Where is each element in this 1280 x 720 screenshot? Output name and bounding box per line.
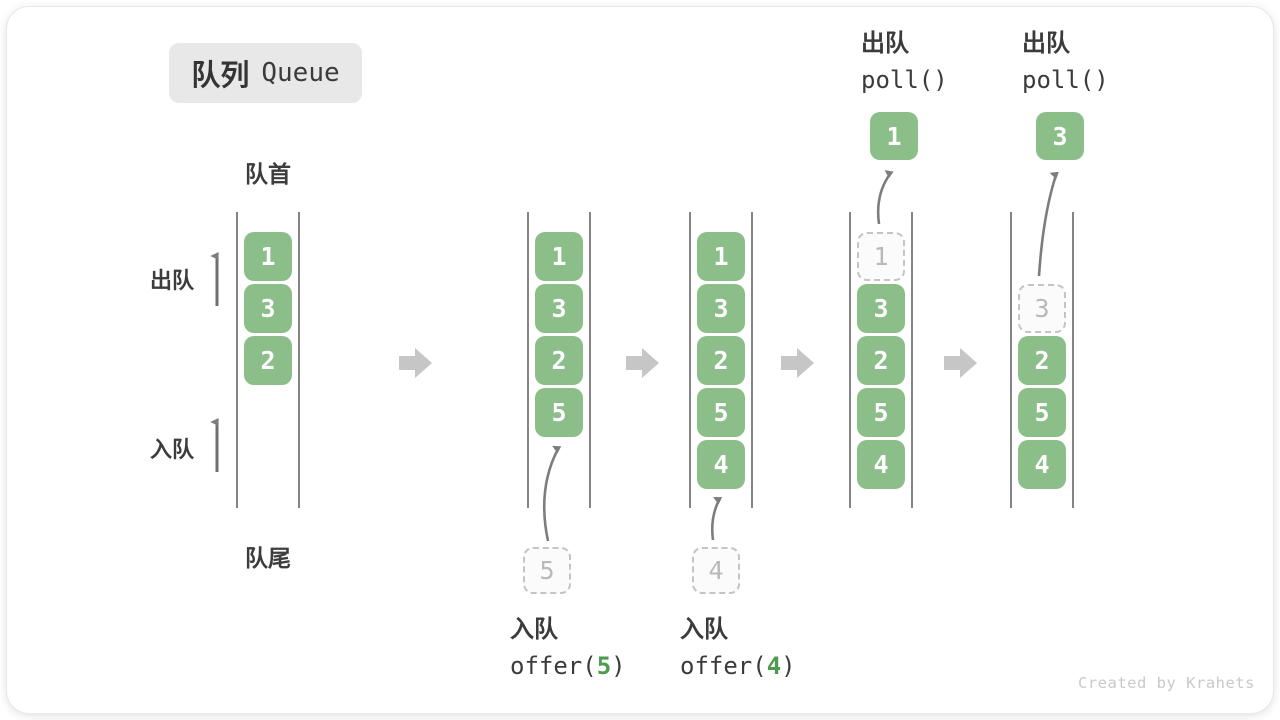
dequeue-annotation: 出队 poll(): [1022, 26, 1109, 99]
dequeue-label: 出队: [861, 30, 909, 57]
queue-cell: 4: [857, 440, 905, 489]
queue-cell: 3: [244, 284, 292, 333]
queue-cell: 5: [697, 388, 745, 437]
label-dequeue-side: 出队: [150, 268, 195, 293]
label-enqueue-side: 入队: [150, 437, 195, 462]
poll-code-label: poll(): [861, 66, 948, 94]
queue-cell: 1: [697, 232, 745, 281]
offer-code-label: offer(5): [510, 652, 626, 680]
queue-cell: 5: [857, 388, 905, 437]
queue-cell: 4: [1018, 440, 1066, 489]
dequeue-annotation: 出队 poll(): [861, 26, 948, 99]
label-queue-front: 队首: [245, 161, 291, 187]
queue-cell-dashed: 1: [857, 232, 905, 281]
queue-cell: 1: [535, 232, 583, 281]
queue-cell: 2: [857, 336, 905, 385]
offer-code-label: offer(4): [680, 652, 796, 680]
queue-cell: 4: [697, 440, 745, 489]
queue-cell: 5: [535, 388, 583, 437]
staging-cell: 4: [692, 547, 740, 594]
queue-cell: 2: [244, 336, 292, 385]
offer-argument: 4: [766, 652, 782, 680]
popped-cell: 1: [870, 112, 918, 160]
queue-cell: 3: [697, 284, 745, 333]
queue-cell: 2: [1018, 336, 1066, 385]
title-en: Queue: [261, 58, 340, 88]
label-queue-rear: 队尾: [245, 545, 291, 571]
queue-cell: 2: [697, 336, 745, 385]
offer-argument: 5: [596, 652, 612, 680]
queue-cell: 3: [535, 284, 583, 333]
poll-code-label: poll(): [1022, 66, 1109, 94]
title-badge: 队列 Queue: [169, 43, 362, 103]
queue-cell: 2: [535, 336, 583, 385]
dequeue-label: 出队: [1022, 30, 1070, 57]
diagram-card: [7, 7, 1273, 713]
queue-cell-dashed: 3: [1018, 284, 1066, 333]
enqueue-annotation: 入队 offer(5): [510, 612, 626, 685]
queue-cell: 5: [1018, 388, 1066, 437]
queue-cell: 3: [857, 284, 905, 333]
staging-cell: 5: [523, 547, 571, 594]
queue-cell: 1: [244, 232, 292, 281]
enqueue-annotation: 入队 offer(4): [680, 612, 796, 685]
enqueue-label: 入队: [680, 616, 728, 643]
enqueue-label: 入队: [510, 616, 558, 643]
title-zh: 队列: [191, 60, 250, 92]
watermark: Created by Krahets: [1078, 674, 1255, 692]
popped-cell: 3: [1036, 112, 1084, 160]
